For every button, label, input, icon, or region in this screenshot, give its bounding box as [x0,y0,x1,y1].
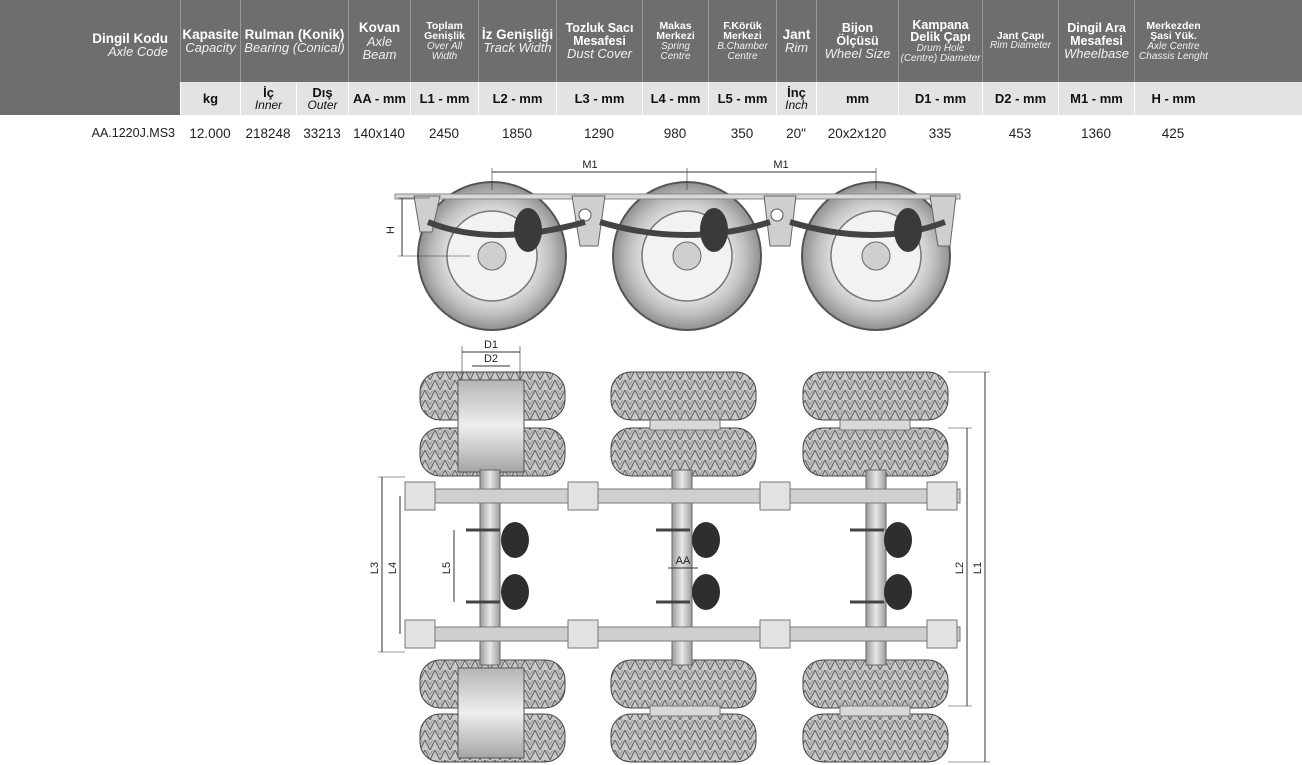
header-wheelbase: Dingil Ara Mesafesi Wheelbase [1058,0,1134,82]
cell-outer: 33213 [303,125,341,141]
cell-h: 425 [1161,125,1185,141]
top-view: D1 D2 L3 L4 L5 AA L1 L2 [369,339,990,763]
side-chassis-rail [394,193,961,200]
unit-inner: İç Inner [240,82,296,115]
cell-l4: 980 [663,125,687,141]
drawing-svg: H M1 M1 [369,159,990,763]
header-axle-code: Dingil Kodu Axle Code [92,30,168,60]
unit-h: H - mm [1134,82,1212,115]
cell-d2: 453 [1008,125,1032,141]
unit-l2: L2 - mm [478,82,556,115]
header-overall-width: Toplam Genişlik Over All Width [410,0,478,82]
top-hub-drum-1 [457,379,525,473]
header-bchamber-centre: F.Körük Merkezi B.Chamber Centre [708,0,776,82]
cell-code: AA.1220J.MS3 [91,126,175,141]
cell-l1: 2450 [428,125,460,141]
top-hanger-blocks [404,481,958,649]
side-wheel-3 [801,181,951,331]
side-hanger-2 [571,195,606,247]
cell-inner: 218248 [245,125,291,141]
side-bolt-1 [578,208,592,222]
header-axle-beam: Kovan Axle Beam [348,0,410,82]
top-axle-beam-3 [865,469,887,666]
unit-l5: L5 - mm [708,82,776,115]
unit-rim: İnç Inch [776,82,816,115]
cell-d1: 335 [928,125,952,141]
cell-m1: 1360 [1080,125,1112,141]
dim-d1-label: D1 [484,339,498,351]
cell-wheel: 20x2x120 [827,125,887,141]
table-unit-row: kg İç Inner Dış Outer AA - mm L1 - mm L2… [0,82,1302,115]
header-chassis-height: Merkezden Şasi Yük. Axle Centre Chassis … [1134,0,1212,82]
side-hanger-3 [763,195,797,247]
top-hub-drum-2 [457,667,525,759]
top-chassis-rail-2 [404,626,961,642]
dim-l4-label: L4 [387,562,399,574]
header-spring-centre: Makas Merkezi Spring Centre [642,0,708,82]
unit-l3: L3 - mm [556,82,642,115]
top-brake-chambers [501,522,912,610]
unit-l4: L4 - mm [642,82,708,115]
unit-capacity: kg [180,82,240,115]
side-view: H M1 M1 [385,159,961,331]
unit-d1: D1 - mm [898,82,982,115]
dim-aa-label: AA [676,555,691,567]
unit-l1: L1 - mm [410,82,478,115]
unit-outer: Dış Outer [296,82,348,115]
side-bolt-2 [770,208,784,222]
top-chassis-rail-1 [404,488,961,504]
cell-l2: 1850 [501,125,533,141]
side-brake-chamber-1 [514,208,542,252]
side-brake-chamber-2 [700,208,728,252]
unit-wheel: mm [816,82,898,115]
header-rim-diameter: Jant Çapı Rim Diameter [982,0,1058,82]
top-cam-shafts [466,528,884,604]
cell-l5: 350 [730,125,754,141]
table-row: AA.1220J.MS3 12.000 218248 33213 140x140… [0,115,1302,152]
dim-l1-label: L1 [972,562,984,574]
header-dust-cover: Tozluk Sacı Mesafesi Dust Cover [556,0,642,82]
dim-m1-label-a: M1 [582,159,597,171]
axle-drawing: H M1 M1 [0,152,1302,765]
dim-d2-label: D2 [484,353,498,365]
cell-rim: 20" [786,125,806,141]
header-track-width: İz Genişliği Track Width [478,0,556,82]
side-wheel-2 [612,181,762,331]
header-wheel-size: Bijon Ölçüsü Wheel Size [816,0,898,82]
unit-d2: D2 - mm [982,82,1058,115]
header-bearing: Rulman (Konik) Bearing (Conical) [240,0,348,82]
side-spring-2 [599,219,771,238]
side-spring-1 [426,219,586,238]
header-capacity: Kapasite Capacity [180,0,240,82]
dim-h-label: H [385,226,397,234]
cell-aa: 140x140 [353,125,405,141]
top-tyres [419,371,949,763]
dim-l2-label: L2 [954,562,966,574]
dim-l5-label: L5 [441,562,453,574]
dim-m1-label-b: M1 [773,159,788,171]
unit-cell-empty [0,82,180,115]
dim-l3-label: L3 [369,562,381,574]
header-drum-hole: Kampana Delik Çapı Drum Hole (Centre) Di… [898,0,982,82]
top-axle-beam-1 [479,469,501,666]
cell-capacity: 12.000 [189,125,231,141]
unit-m1: M1 - mm [1058,82,1134,115]
header-rim: Jant Rim [776,0,816,82]
unit-aa: AA - mm [348,82,410,115]
side-brake-chamber-3 [894,208,922,252]
cell-l3: 1290 [583,125,615,141]
side-spring-3 [789,219,947,238]
table-header-row: Dingil Kodu Axle Code Kapasite Capacity … [0,0,1302,82]
